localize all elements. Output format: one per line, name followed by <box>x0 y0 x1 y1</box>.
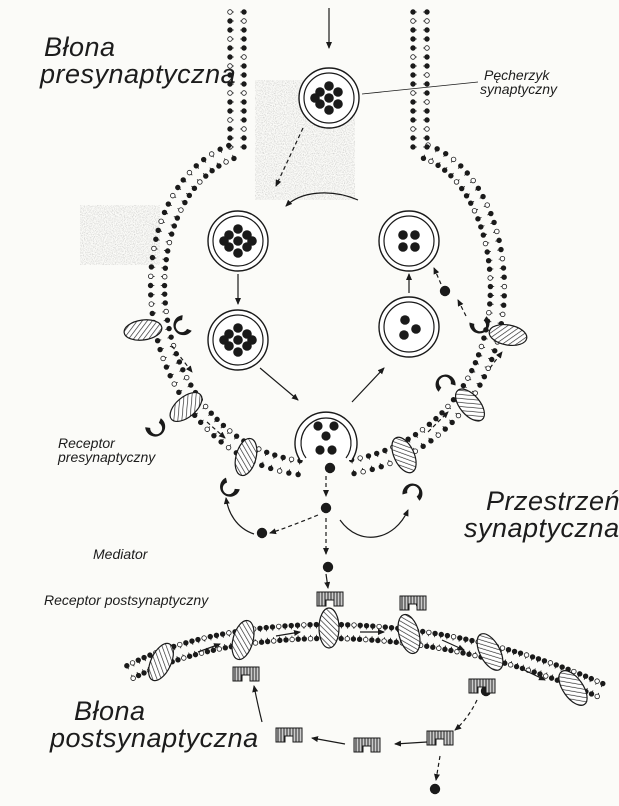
arrow-degradation <box>436 756 440 780</box>
presynaptic-receptor <box>216 477 241 501</box>
arrow-post-recycle-1 <box>395 742 427 744</box>
post-protein-2 <box>228 618 258 662</box>
vesicle-right-1 <box>379 211 439 271</box>
label-presynaptic-receptor: Receptor presynaptyczny <box>58 436 155 464</box>
label-postsynaptic-membrane: Błona postsynaptyczna <box>70 698 259 752</box>
post-protein-5 <box>472 630 508 675</box>
postsynaptic-bilayer <box>125 622 606 699</box>
arrow-to-prereceptor <box>226 498 254 534</box>
arrow-mediator-right <box>340 510 408 537</box>
mediator-molecule <box>323 562 333 572</box>
postsynaptic-receptor <box>400 596 426 610</box>
vesicle-left-1 <box>208 211 268 271</box>
transporter-right-upper <box>488 322 529 348</box>
label-synaptic-cleft: Przestrzeń synaptyczna <box>480 488 619 542</box>
presynaptic-receptor <box>402 481 426 501</box>
label-presynaptic-membrane: Błona presynaptyczna <box>40 34 236 88</box>
postsynaptic-receptor <box>427 731 453 745</box>
vesicle-right-2 <box>379 297 439 357</box>
label-mediator: Mediator <box>93 547 147 561</box>
label-synaptic-vesicle: Pęcherzyk synaptyczny <box>480 68 557 96</box>
transporter-left-bottom <box>231 436 260 478</box>
transporter-right-bottom <box>387 434 421 477</box>
postsynaptic-receptor <box>233 667 259 681</box>
arrow-post-recycle-2 <box>312 738 345 744</box>
mediator-molecule <box>257 528 267 538</box>
vesicle-left-2 <box>208 310 268 370</box>
arrow-uptake-side <box>458 300 466 316</box>
arrow-mediator-left <box>270 515 318 533</box>
postsynaptic-receptor <box>276 728 302 742</box>
label-postsynaptic-receptor: Receptor postsynaptyczny <box>44 593 208 607</box>
arrow-release-post <box>455 700 477 730</box>
arrow-to-right-vesicle <box>352 368 384 402</box>
vesicle-top <box>299 68 359 128</box>
mediator-molecule <box>440 286 450 296</box>
presynaptic-receptor <box>433 372 457 392</box>
arrow-to-fusion <box>260 368 298 400</box>
mediator-molecule <box>321 503 331 513</box>
arrow-post-2 <box>276 632 300 636</box>
vesicle-fusing <box>295 412 357 460</box>
vesicle-leader-line <box>362 82 478 94</box>
arrow-to-receptor <box>326 574 328 588</box>
postsynaptic-receptor <box>354 738 380 752</box>
postsynaptic-receptor <box>317 592 343 606</box>
mediator-molecule <box>430 784 440 794</box>
mediator-molecule <box>325 463 335 473</box>
presynaptic-receptor <box>170 314 192 338</box>
transporter-right-lower <box>450 384 490 426</box>
post-protein-3 <box>319 608 339 648</box>
arrow-uptake-top <box>434 268 441 284</box>
post-protein-4 <box>394 612 424 656</box>
label-leaders <box>362 82 478 94</box>
